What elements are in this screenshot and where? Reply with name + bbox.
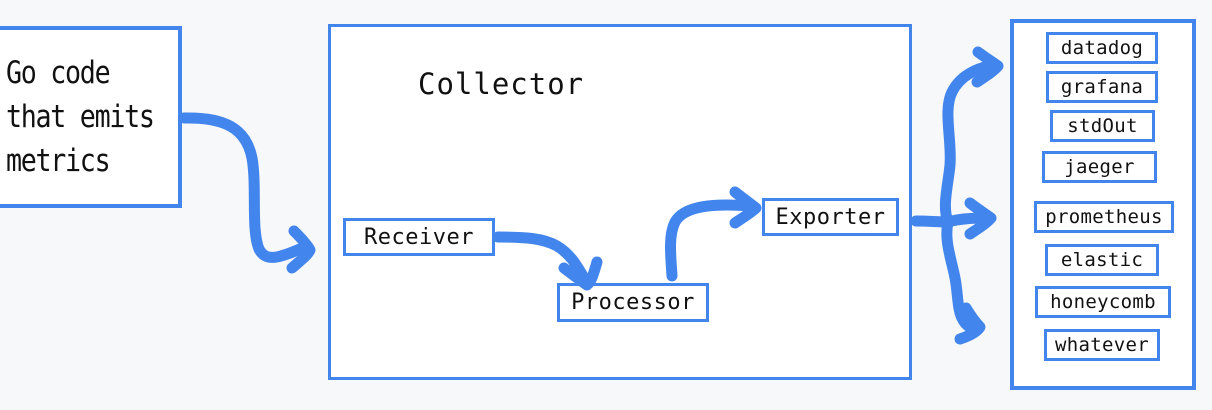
backend-item: datadog (1046, 32, 1158, 64)
backend-label: stdOut (1067, 115, 1138, 137)
receiver-box: Receiver (343, 218, 495, 256)
backend-label: elastic (1060, 249, 1144, 271)
source-line-2: that emits (6, 99, 155, 135)
backend-label: grafana (1060, 76, 1144, 98)
backend-item: whatever (1044, 329, 1160, 361)
backend-label: datadog (1060, 37, 1144, 59)
receiver-label: Receiver (364, 224, 474, 250)
processor-box: Processor (557, 283, 709, 322)
collector-title: Collector (418, 67, 585, 101)
backend-item: honeycomb (1035, 286, 1171, 318)
arrow-source-to-receiver (178, 112, 316, 274)
exporter-label: Exporter (775, 204, 886, 230)
source-line-1: Go code (6, 55, 111, 91)
go-code-source-box: Go code that emits metrics (0, 26, 182, 208)
backend-label: whatever (1055, 334, 1149, 356)
backend-item: stdOut (1050, 110, 1155, 142)
backends-container: datadog grafana stdOut jaeger prometheus… (1010, 19, 1196, 390)
backend-item: grafana (1046, 71, 1158, 103)
source-line-3: metrics (6, 143, 111, 179)
backend-item: elastic (1045, 244, 1159, 276)
backend-label: prometheus (1045, 206, 1163, 228)
processor-label: Processor (571, 290, 695, 315)
exporter-box: Exporter (762, 198, 899, 236)
backend-item: prometheus (1034, 201, 1174, 233)
arrow-exporter-fanout (910, 46, 1004, 345)
backend-label: jaeger (1064, 156, 1135, 178)
backend-label: honeycomb (1050, 291, 1156, 313)
backend-item: jaeger (1042, 151, 1157, 183)
